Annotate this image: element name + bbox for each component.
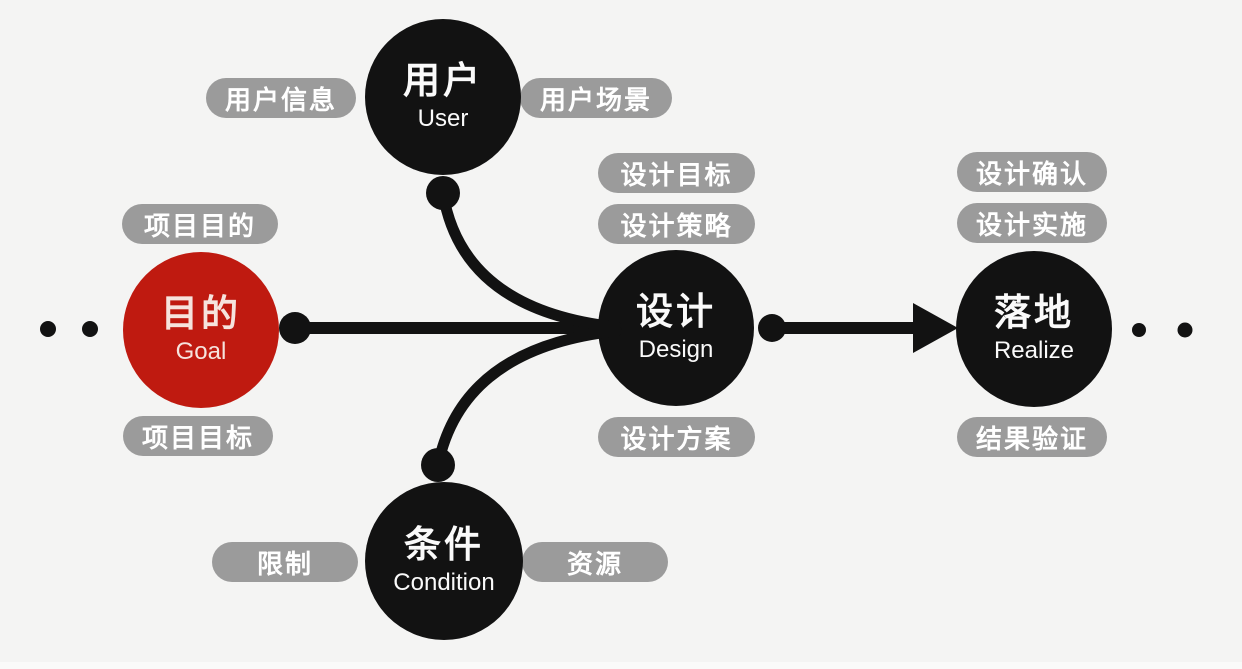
junction-dot-user xyxy=(426,176,460,210)
node-design-label-en: Design xyxy=(638,335,714,363)
node-realize: 落地 Realize xyxy=(956,251,1112,407)
node-user-label-en: User xyxy=(417,104,469,132)
pill-design-target: 设计目标 xyxy=(598,153,755,193)
ellipsis-dot-right-2 xyxy=(1177,322,1193,338)
ellipsis-dot-left-2 xyxy=(82,321,98,337)
pill-result-verify: 结果验证 xyxy=(957,417,1107,457)
node-condition-label-en: Condition xyxy=(393,568,495,596)
node-condition: 条件 Condition xyxy=(365,482,523,640)
node-user-label-zh: 用户 xyxy=(403,60,483,102)
pill-limit: 限制 xyxy=(212,542,358,582)
ellipsis-dot-right-1 xyxy=(1132,323,1146,337)
node-goal: 目的 Goal xyxy=(123,252,279,408)
node-user: 用户 User xyxy=(365,19,521,175)
ellipsis-dot-left-1 xyxy=(40,321,56,337)
pill-project-purpose: 项目目的 xyxy=(122,204,278,244)
connector-user-to-design xyxy=(437,187,622,333)
bottom-edge-strip xyxy=(0,662,1242,669)
connector-condition-to-design xyxy=(432,325,622,471)
node-design: 设计 Design xyxy=(598,250,754,406)
node-design-label-zh: 设计 xyxy=(636,291,716,333)
pill-design-strategy: 设计策略 xyxy=(598,204,755,244)
node-goal-label-en: Goal xyxy=(175,337,227,365)
pill-project-target: 项目目标 xyxy=(123,416,273,456)
pill-design-implement: 设计实施 xyxy=(957,203,1107,243)
junction-dot-condition xyxy=(421,448,455,482)
arrow-design-to-realize-head xyxy=(913,303,958,353)
pill-design-plan: 设计方案 xyxy=(598,417,755,457)
pill-user-info: 用户信息 xyxy=(206,78,356,118)
pill-user-scenario: 用户场景 xyxy=(520,78,672,118)
node-realize-label-en: Realize xyxy=(993,336,1075,364)
node-realize-label-zh: 落地 xyxy=(994,292,1074,334)
junction-dot-goal xyxy=(279,312,311,344)
pill-resource: 资源 xyxy=(522,542,668,582)
node-goal-label-zh: 目的 xyxy=(161,293,241,335)
pill-design-confirm: 设计确认 xyxy=(957,152,1107,192)
junction-dot-design xyxy=(758,314,786,342)
node-condition-label-zh: 条件 xyxy=(404,524,484,566)
